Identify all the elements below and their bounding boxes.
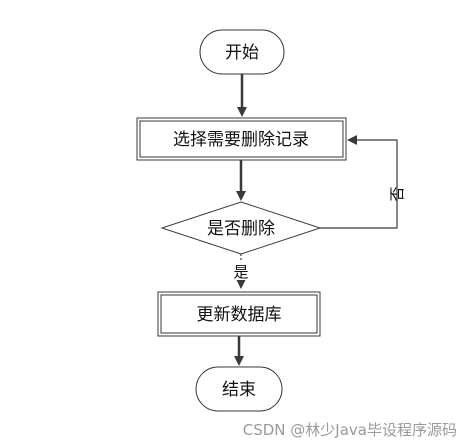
start-label: 开始 bbox=[225, 43, 259, 63]
end-label: 结束 bbox=[222, 380, 256, 400]
watermark: CSDN @林少Java毕设程序源码 bbox=[243, 421, 457, 439]
update-db-label: 更新数据库 bbox=[197, 305, 282, 325]
decision-node: 是否删除 bbox=[160, 201, 322, 255]
yes-label-bg bbox=[228, 262, 254, 280]
edge-yes-label: 是 bbox=[233, 263, 248, 281]
edge-decision-no-loop bbox=[320, 135, 398, 229]
select-record-label: 选择需要删除记录 bbox=[173, 130, 309, 150]
end-node: 结束 bbox=[195, 366, 283, 412]
select-record-node: 选择需要删除记录 bbox=[136, 117, 347, 161]
start-node: 开始 bbox=[199, 29, 285, 75]
decision-label: 是否删除 bbox=[207, 219, 275, 239]
update-db-node: 更新数据库 bbox=[157, 291, 321, 337]
edge-no-label: 否 bbox=[388, 186, 406, 201]
